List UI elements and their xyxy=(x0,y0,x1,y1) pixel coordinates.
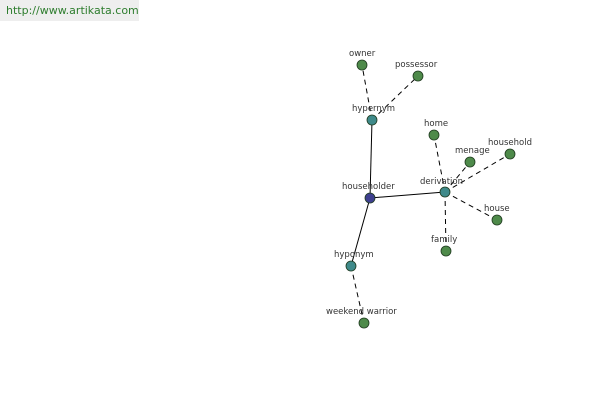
node-hyponym[interactable]: hyponym xyxy=(334,250,374,272)
node-home[interactable]: home xyxy=(424,119,448,141)
edge-householder-hypernym xyxy=(369,119,373,199)
node-circle-menage[interactable] xyxy=(464,156,476,168)
node-circle-house[interactable] xyxy=(491,214,503,226)
url-banner: http://www.artikata.com xyxy=(0,0,139,21)
node-label-derivation: derivation xyxy=(420,177,463,187)
edge-derivation-home xyxy=(433,134,446,193)
node-circle-hypernym[interactable] xyxy=(366,114,378,126)
node-circle-hyponym[interactable] xyxy=(345,260,357,272)
node-circle-household[interactable] xyxy=(504,148,516,160)
edge-hypernym-possessor xyxy=(371,75,419,121)
node-possessor[interactable]: possessor xyxy=(395,60,438,82)
node-circle-owner[interactable] xyxy=(356,59,368,71)
node-label-owner: owner xyxy=(349,49,376,59)
edge-derivation-family xyxy=(444,191,447,252)
node-circle-possessor[interactable] xyxy=(412,70,424,82)
edge-householder-hyponym xyxy=(350,197,371,267)
node-label-menage: menage xyxy=(455,146,490,156)
node-derivation[interactable]: derivation xyxy=(420,177,463,198)
nodes-layer: householder hypernym hyponym derivation owne… xyxy=(326,49,532,329)
edge-householder-derivation xyxy=(369,191,446,199)
node-circle-householder[interactable] xyxy=(364,192,376,204)
node-house[interactable]: house xyxy=(484,204,510,226)
node-owner[interactable]: owner xyxy=(349,49,376,71)
node-label-home: home xyxy=(424,119,448,129)
edge-derivation-household xyxy=(444,153,511,193)
node-label-possessor: possessor xyxy=(395,60,438,70)
node-family[interactable]: family xyxy=(431,235,457,257)
node-label-weekend-warrior: weekend warrior xyxy=(326,307,397,317)
node-circle-home[interactable] xyxy=(428,129,440,141)
node-menage[interactable]: menage xyxy=(455,146,490,168)
node-weekend-warrior[interactable]: weekend warrior xyxy=(326,307,397,329)
node-hypernym[interactable]: hypernym xyxy=(352,104,395,126)
edge-hypernym-owner xyxy=(361,64,373,121)
site-url-link[interactable]: http://www.artikata.com xyxy=(6,4,139,17)
node-label-householder: householder xyxy=(342,182,395,192)
edges-layer xyxy=(350,64,511,324)
edge-derivation-menage xyxy=(444,161,471,193)
node-household[interactable]: household xyxy=(488,138,532,160)
node-circle-family[interactable] xyxy=(440,245,452,257)
node-label-household: household xyxy=(488,138,532,148)
node-label-hypernym: hypernym xyxy=(352,104,395,114)
edge-hyponym-weekend-warrior xyxy=(350,265,365,324)
node-circle-weekend-warrior[interactable] xyxy=(358,317,370,329)
edge-derivation-house xyxy=(444,191,498,221)
node-householder[interactable]: householder xyxy=(342,182,395,204)
node-label-hyponym: hyponym xyxy=(334,250,374,260)
node-label-family: family xyxy=(431,235,457,245)
node-label-house: house xyxy=(484,204,510,214)
node-circle-derivation[interactable] xyxy=(439,186,451,198)
